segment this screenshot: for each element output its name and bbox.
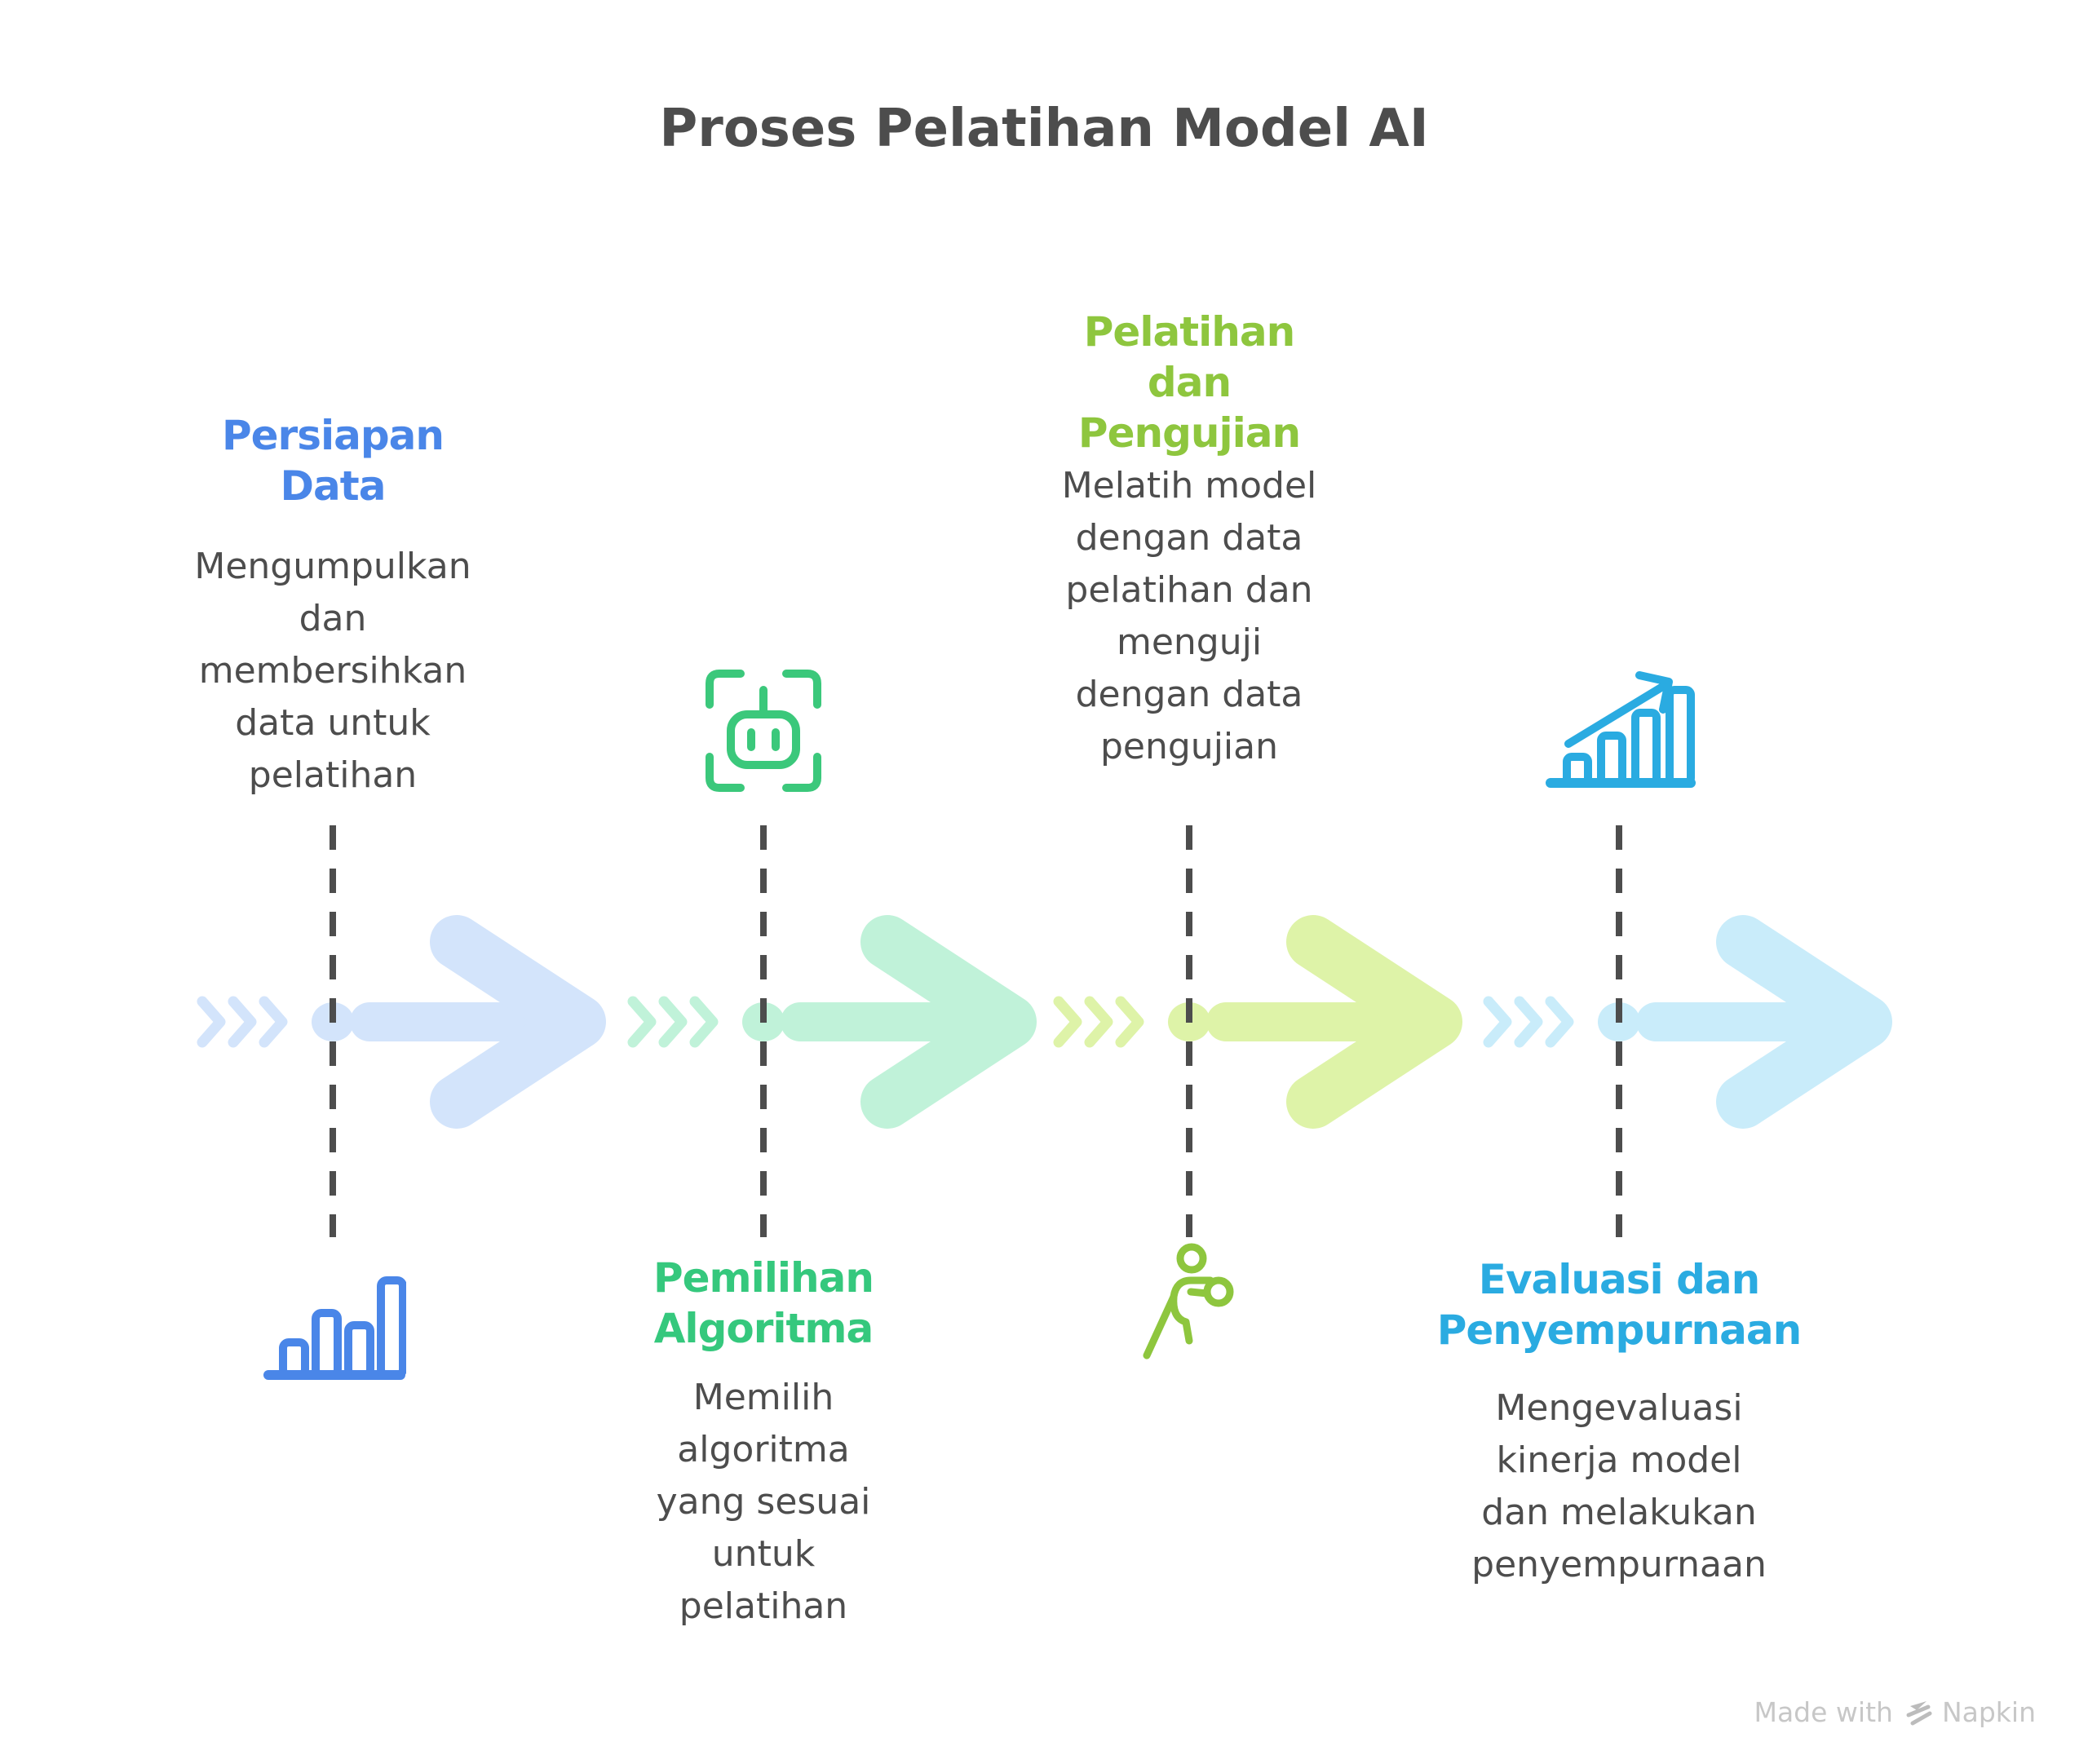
flow-chevrons-icon [1483,996,1574,1048]
connector-dashed-line [760,825,767,1237]
connector-dashed-line [330,825,336,1237]
flow-chevrons-icon [1053,996,1144,1048]
flow-chevrons-icon [627,996,719,1048]
flow-segment-3 [1053,915,1462,1129]
bar-chart-icon [263,1276,406,1380]
stage-description: Mengevaluasi kinerja model dan melakukan… [1471,1387,1767,1585]
growth-chart-icon [1546,671,1696,788]
made-with-napkin-watermark: Made with Napkin [1754,1696,2036,1728]
stage-heading-pemilihan-algoritma: Pemilihan Algoritma [652,1254,874,1352]
connector-dashed-line [1616,825,1622,1237]
stage-description: Melatih model dengan data pelatihan dan … [1061,465,1317,767]
connector-dashed-line [1186,825,1192,1237]
stage-heading-pelatihan-dan-pengujian: Pelatihan dan Pengujian [1077,308,1301,457]
stage-heading-evaluasi-dan-penyempurnaan: Evaluasi dan Penyempurnaan [1436,1256,1802,1354]
flow-segment-4 [1483,915,1892,1129]
stage-description: Memilih algoritma yang sesuai untuk pela… [656,1377,871,1627]
flow-chevrons-icon [197,996,288,1048]
flow-arrow-head-icon [430,915,606,1129]
flow-segment-1 [197,915,606,1129]
flow-arrow-head-icon [1286,915,1462,1129]
stage-heading-persiapan-data: Persiapan Data [222,412,445,510]
watermark-prefix: Made with [1754,1696,1893,1728]
diagram-title: Proses Pelatihan Model AI [659,99,1429,159]
boxer-icon [1143,1243,1234,1359]
stage-description: Mengumpulkan dan membersihkan data untuk… [194,546,471,796]
robot-scan-icon [706,670,821,792]
flow-arrow-head-icon [1716,915,1892,1129]
flow-arrow-head-icon [860,915,1037,1129]
napkin-logo-icon [1906,1700,1932,1725]
flow-segment-2 [627,915,1037,1129]
process-flow-timeline [197,915,1892,1129]
watermark-brand: Napkin [1941,1696,2036,1728]
